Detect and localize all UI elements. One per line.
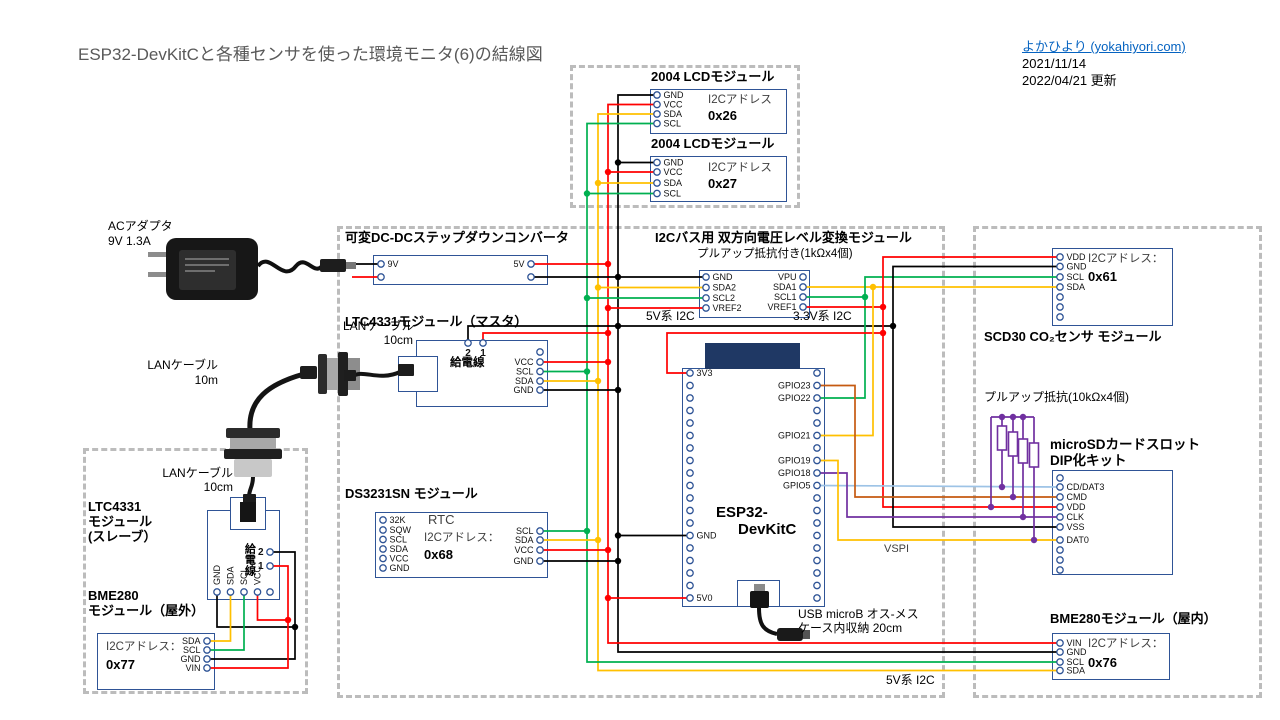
module-text-scd30: I2Cアドレス： [1088, 253, 1164, 265]
module-text-scd30: 0x61 [1088, 269, 1117, 284]
credit-updated: 2022/04/21 更新 [1022, 73, 1117, 89]
esp32-chip-rect [705, 343, 800, 369]
ltc-slave-inner-rect [230, 497, 266, 530]
module-ds3231 [375, 512, 548, 578]
module-title-lcd1: 2004 LCDモジュール [651, 69, 775, 84]
label-power-feed-slave: 給電線 [243, 543, 256, 576]
label-lan-cable-10m: LANケーブル [147, 358, 218, 372]
esp32-inner-rect [737, 580, 780, 607]
module-text-lcd1: 0x26 [708, 108, 737, 123]
module-text-lcd1: I2Cアドレス [708, 94, 772, 106]
module-esp32 [682, 368, 825, 607]
label-5v-i2c-bottom: 5V系 I2C [886, 673, 935, 687]
group-outdoor [83, 448, 308, 694]
label-lan-cable-10cm-master: LANケーブル [343, 319, 414, 333]
credit-block: よかひより (yokahiyori.com) 2021/11/14 2022/0… [1022, 38, 1186, 89]
module-text-bme280-outdoor: 0x77 [106, 657, 135, 672]
module-dcdc [373, 255, 548, 285]
label-ac-rating: 9V 1.3A [108, 234, 151, 248]
label-3v3-i2c: 3.3V系 I2C [793, 309, 852, 323]
label-vspi: VSPI [884, 543, 910, 555]
module-bme280-indoor [1052, 633, 1170, 680]
module-title-microsd: DIP化キット [1050, 453, 1127, 468]
module-title-conv: I2Cバス用 双方向電圧レベル変換モジュール [655, 230, 912, 245]
module-text-lcd2: I2Cアドレス [708, 162, 772, 174]
page-title: ESP32-DevKitCと各種センサを使った環境モニタ(6)の結線図 [78, 45, 543, 64]
label-lan-cable-10cm-slave: LANケーブル [162, 466, 233, 480]
module-title-scd30: SCD30 CO₂センサ モジュール [984, 329, 1162, 344]
module-ltc-master [416, 340, 548, 407]
module-bme280-outdoor [97, 633, 215, 690]
label-5v-i2c: 5V系 I2C [646, 309, 695, 323]
module-text-bme280-indoor: I2Cアドレス： [1088, 638, 1164, 650]
ac-adapter-photo [148, 238, 356, 300]
label-lan-cable-10cm-master-len: 10cm [383, 333, 413, 347]
module-title-ltc-master: LTC4331モジュール（マスタ） [345, 314, 528, 329]
label-pullup-sd: プルアップ抵抗(10kΩx4個) [984, 390, 1129, 404]
module-title-dcdc: 可変DC-DCステップダウンコンバータ [345, 230, 569, 245]
module-microsd [1052, 470, 1173, 575]
module-title-ltc-slave: LTC4331 [88, 499, 142, 514]
module-title-bme280-outdoor: BME280 [88, 588, 139, 603]
label-ac-adapter: ACアダプタ [108, 219, 173, 233]
module-text-ds3231: I2Cアドレス： [424, 532, 500, 544]
ltc-master-inner-rect [398, 356, 438, 392]
module-text-ltc-master: 給電線 [450, 357, 485, 369]
label-lan-cable-10m-len: 10m [194, 373, 218, 387]
module-title-microsd: microSDカードスロット [1050, 437, 1201, 452]
module-title-ds3231: DS3231SN モジュール [345, 486, 478, 501]
module-title-lcd2: 2004 LCDモジュール [651, 136, 775, 151]
module-text-esp32: ESP32- [716, 504, 768, 521]
label-lan-cable-10cm-slave-len: 10cm [203, 480, 233, 494]
module-title-conv: プルアップ抵抗付き(1kΩx4個) [697, 248, 853, 260]
credit-date: 2021/11/14 [1022, 56, 1087, 72]
module-scd30 [1052, 248, 1173, 326]
label-usb-line2: ケース内収納 20cm [798, 621, 903, 635]
module-text-lcd2: 0x27 [708, 176, 737, 191]
lan-cable-10m-photo [247, 366, 317, 431]
module-title-bme280-indoor: BME280モジュール（屋内） [1050, 611, 1217, 626]
module-text-bme280-indoor: 0x76 [1088, 655, 1117, 670]
module-text-ds3231: 0x68 [424, 547, 453, 562]
module-title-bme280-outdoor: モジュール（屋外） [88, 603, 205, 618]
module-title-ltc-slave: (スレーブ） [88, 529, 157, 544]
module-text-bme280-outdoor: I2Cアドレス： [106, 641, 182, 653]
module-text-ds3231: RTC [428, 512, 455, 527]
credit-link[interactable]: よかひより (yokahiyori.com) [1022, 39, 1186, 54]
module-title-ltc-slave: モジュール [88, 514, 153, 529]
label-usb-line1: USB microB オス-メス [798, 607, 919, 621]
module-text-esp32: DevKitC [738, 521, 797, 538]
